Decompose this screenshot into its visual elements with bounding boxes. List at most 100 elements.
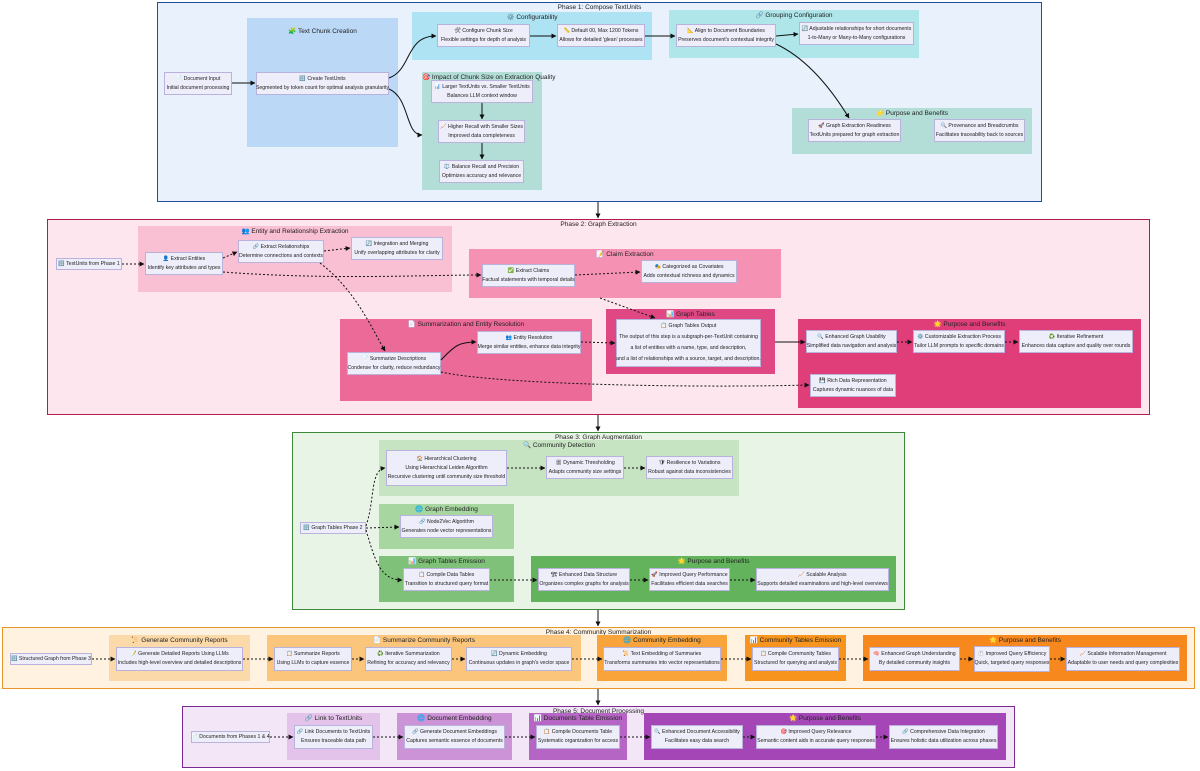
node-title: 🔢 TextUnits from Phase 1 (58, 260, 120, 267)
edge-align-ge-readiness (775, 43, 850, 119)
group-summarize-community-reports-title: 📄 Summarize Community Reports (372, 637, 475, 644)
edge-align-adjustable (775, 31, 799, 37)
node-title: 👤 Extract Entities (162, 255, 206, 262)
node-desc: Transforms summaries into vector represe… (604, 660, 720, 666)
node-title: 📄 Documents from Phases 1 & 4 (191, 733, 270, 740)
node-title: 🛡 Resilience to Variations (658, 459, 721, 466)
node-title: 📄 Document Input (175, 75, 221, 82)
node-desc: Adaptable to user needs and query comple… (1067, 660, 1179, 666)
node-desc: Captures semantic essence of documents (406, 738, 503, 744)
node-desc: a list of entities with a name, type, an… (630, 345, 747, 351)
group-p1-purpose-benefits-title: 🌟 Purpose and Benefits (875, 110, 949, 117)
node-desc: Robust against data inconsistencies (648, 468, 731, 475)
node-title: 🎭 Categorized as Covariates (654, 263, 724, 270)
node-desc: Enhances data capture and quality over r… (1021, 342, 1131, 349)
node-desc: Ensures traceable data path (301, 738, 366, 744)
group-text-chunk-creation-title: 🧩 Text Chunk Creation (288, 28, 357, 35)
node-desc: Unify overlapping attributes for clarity (354, 249, 440, 256)
node-title: 🔍 Provenance and Breadcrumbs (940, 122, 1019, 129)
node-larger-vs-smaller-textunits: 📊 Larger TextUnits vs. Smaller TextUnits… (431, 80, 533, 103)
node-title: 🔗 Link Documents to TextUnits (296, 729, 371, 735)
node-title: 📈 Higher Recall with Smaller Sizes (440, 123, 523, 130)
phase-2-title: Phase 2: Graph Extraction (560, 221, 637, 228)
node-title: 🔗 Node2Vec Algorithm (419, 518, 474, 525)
phase-5-title: Phase 5: Document Processing (552, 708, 645, 715)
node-desc: Transition to structured query format (404, 580, 489, 587)
node-title: 🏠 Hierarchical Clustering (416, 455, 477, 462)
node-title: 🚀 Improved Query Performance (651, 571, 728, 578)
node-desc: Continuous updates in graph's vector spa… (468, 660, 570, 666)
edge-claims-covariates (574, 269, 641, 276)
group-document-embedding-title: 🌐 Document Embedding (417, 715, 492, 722)
edge-gtp2-node2vec (365, 524, 400, 530)
node-graph-tables-phase-2: 🔢 Graph Tables Phase 2 (300, 522, 366, 534)
group-graph-tables-emission-title: 📊 Graph Tables Emission (408, 558, 485, 565)
edge-gtp2-compile (365, 529, 403, 583)
node-title: 💾 Rich Data Representation (819, 377, 887, 384)
group-entity-relationship-extraction-title: 👥 Entity and Relationship Extraction (241, 228, 349, 235)
node-title: ♻️ Iterative Summarization (377, 651, 440, 657)
node-desc: Identify key attributes and types (147, 264, 221, 271)
node-desc: Quick, targeted query responses (974, 660, 1050, 666)
node-title: ♻️ Iterative Refinement (1048, 333, 1104, 340)
node-title: 🔗 Extract Relationships (252, 243, 310, 250)
node-desc: Using Hierarchical Leiden Algorithm (405, 464, 488, 471)
group-graph-tables-title: 📊 Graph Tables (666, 311, 715, 318)
node-desc: Simplified data navigation and analysis (806, 342, 897, 349)
group-community-tables-emission-title: 📊 Community Tables Emission (749, 637, 842, 644)
node-desc: Captures dynamic nuances of data (812, 386, 894, 393)
node-title: 🔢 Create TextUnits (299, 75, 346, 82)
node-desc: Flexible settings for depth of analysis (440, 36, 527, 43)
node-title: 🧠 Enhanced Graph Understanding (873, 651, 956, 657)
node-desc: Facilitates easy data search (664, 738, 730, 744)
node-title: ⚙️ Customizable Extraction Process (916, 333, 1001, 340)
edge-relationships-summarize (319, 262, 386, 352)
group-p3-purpose-benefits-title: 🌟 Purpose and Benefits (677, 558, 750, 565)
node-title: 🔢 Graph Tables Phase 2 (303, 524, 363, 531)
edge-gtp2-hierarchical (365, 466, 386, 527)
edge-summarize-richdata (440, 371, 810, 388)
group-summarization-entity-resolution-title: 📄 Summarization and Entity Resolution (407, 321, 525, 328)
node-desc: 1-to-Many or Many-to-Many configurations (807, 34, 906, 41)
node-title: 🔄 Dynamic Embedding (491, 651, 547, 657)
node-desc: Optimizes accuracy and relevance (441, 172, 522, 179)
node-title: 🔄 Integration and Merging (365, 240, 429, 247)
node-desc: Systematic organization for access (537, 738, 619, 744)
node-title: 📋 Compile Community Tables (760, 651, 831, 657)
node-desc: and a list of relationships with a sourc… (616, 356, 761, 362)
node-title: 📈 Scalable Analysis (798, 571, 847, 578)
node-desc: Facilitates traceability back to sources (935, 131, 1024, 138)
group-p4-purpose-benefits-title: 🌟 Purpose and Benefits (988, 637, 1062, 644)
edge-entityres-gtoutput (580, 340, 616, 346)
node-title: 🎯 Improved Query Relevance (780, 729, 852, 735)
node-desc: Allows for detailed 'glean' processes (559, 36, 643, 43)
node-title: 📈 Scalable Information Management (1079, 651, 1167, 657)
node-title: 📋 Compile Documents Table (543, 729, 613, 735)
node-desc: Organizes complex graphs for analysis (539, 580, 629, 587)
